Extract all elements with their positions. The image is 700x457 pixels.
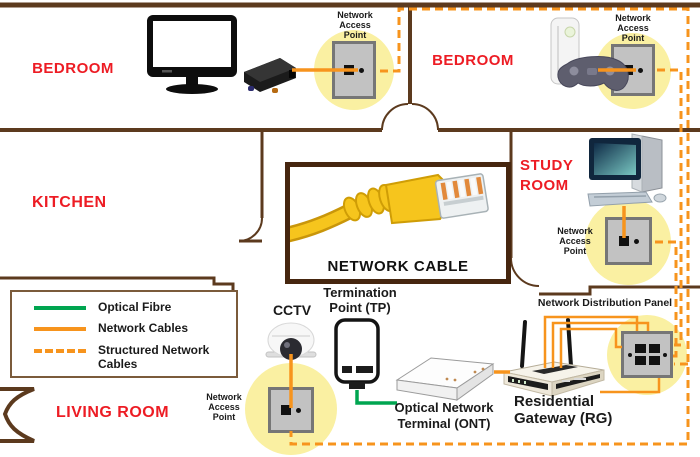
door-arc-right — [411, 103, 439, 131]
network-cable-figure: NETWORK CABLE — [285, 162, 511, 284]
legend-label: Structured Network Cables — [98, 342, 210, 372]
ont-icon — [395, 357, 495, 401]
door-arc-study — [510, 257, 540, 287]
cctv-camera-icon — [265, 322, 317, 360]
room-label-study: STUDY ROOM — [520, 157, 574, 194]
room-label-living: LIVING ROOM — [56, 404, 170, 421]
residential-gateway-label: Residential Gateway (RG) — [514, 393, 613, 428]
legend-label: Optical Fibre — [98, 300, 172, 314]
legend-label: Network Cables — [98, 321, 189, 336]
set-top-box-icon — [244, 58, 296, 93]
ethernet-port-icon — [281, 405, 291, 415]
network-cable-icon — [290, 173, 489, 243]
ont-label: Optical Network Terminal (ONT) — [394, 400, 494, 431]
tv-icon — [147, 15, 237, 94]
door-arc-kitchen — [238, 217, 263, 242]
screw-dot-icon — [296, 407, 301, 413]
ethernet-port-icon — [634, 344, 646, 353]
nap-label-bedroom-right: Network Access Point — [615, 13, 651, 44]
orange-solid-line-icon — [34, 327, 86, 332]
door-symbol-living-room — [0, 387, 35, 443]
router-icon — [503, 318, 605, 397]
network-distribution-panel-plate — [621, 331, 673, 378]
nap-label-study: Network Access Point — [557, 226, 593, 257]
ethernet-port-icon — [648, 344, 660, 353]
network-access-point-plate-living — [268, 387, 314, 433]
network-access-point-plate-study — [605, 217, 652, 265]
screw-dot-icon — [662, 352, 667, 357]
legend-item-network-cables: Network Cables — [34, 321, 236, 335]
termination-point-icon — [334, 318, 380, 389]
green-solid-line-icon — [34, 306, 86, 310]
room-label-bedroom-right: BEDROOM — [432, 52, 514, 69]
ethernet-port-icon — [648, 356, 660, 365]
wall-study-bottom — [539, 285, 700, 296]
screw-dot-icon — [638, 67, 643, 73]
ethernet-port-icon — [634, 356, 646, 365]
screw-dot-icon — [627, 352, 632, 357]
screw-dot-icon — [359, 67, 364, 73]
network-distribution-panel-label: Network Distribution Panel — [537, 297, 673, 309]
network-access-point-plate-bedroom-left — [332, 41, 376, 99]
room-label-kitchen: KITCHEN — [32, 194, 107, 211]
ethernet-port-icon — [618, 236, 629, 246]
ethernet-port-icon — [344, 65, 354, 75]
network-cable-caption: NETWORK CABLE — [327, 258, 469, 275]
door-arc-left — [381, 103, 409, 131]
screw-dot-icon — [633, 238, 639, 244]
panel-ports — [634, 344, 660, 365]
room-label-bedroom-left: BEDROOM — [32, 60, 114, 77]
termination-point-label: Termination Point (TP) — [323, 285, 397, 316]
desktop-computer-icon — [587, 133, 667, 207]
legend-item-optical-fibre: Optical Fibre — [34, 300, 236, 314]
legend: Optical Fibre Network Cables Structured … — [10, 290, 238, 378]
nap-label-bedroom-left: Network Access Point — [337, 10, 373, 41]
orange-dashed-line-icon — [34, 348, 86, 353]
legend-item-structured-cables: Structured Network Cables — [34, 343, 236, 372]
nap-label-living: Network Access Point — [206, 392, 242, 423]
